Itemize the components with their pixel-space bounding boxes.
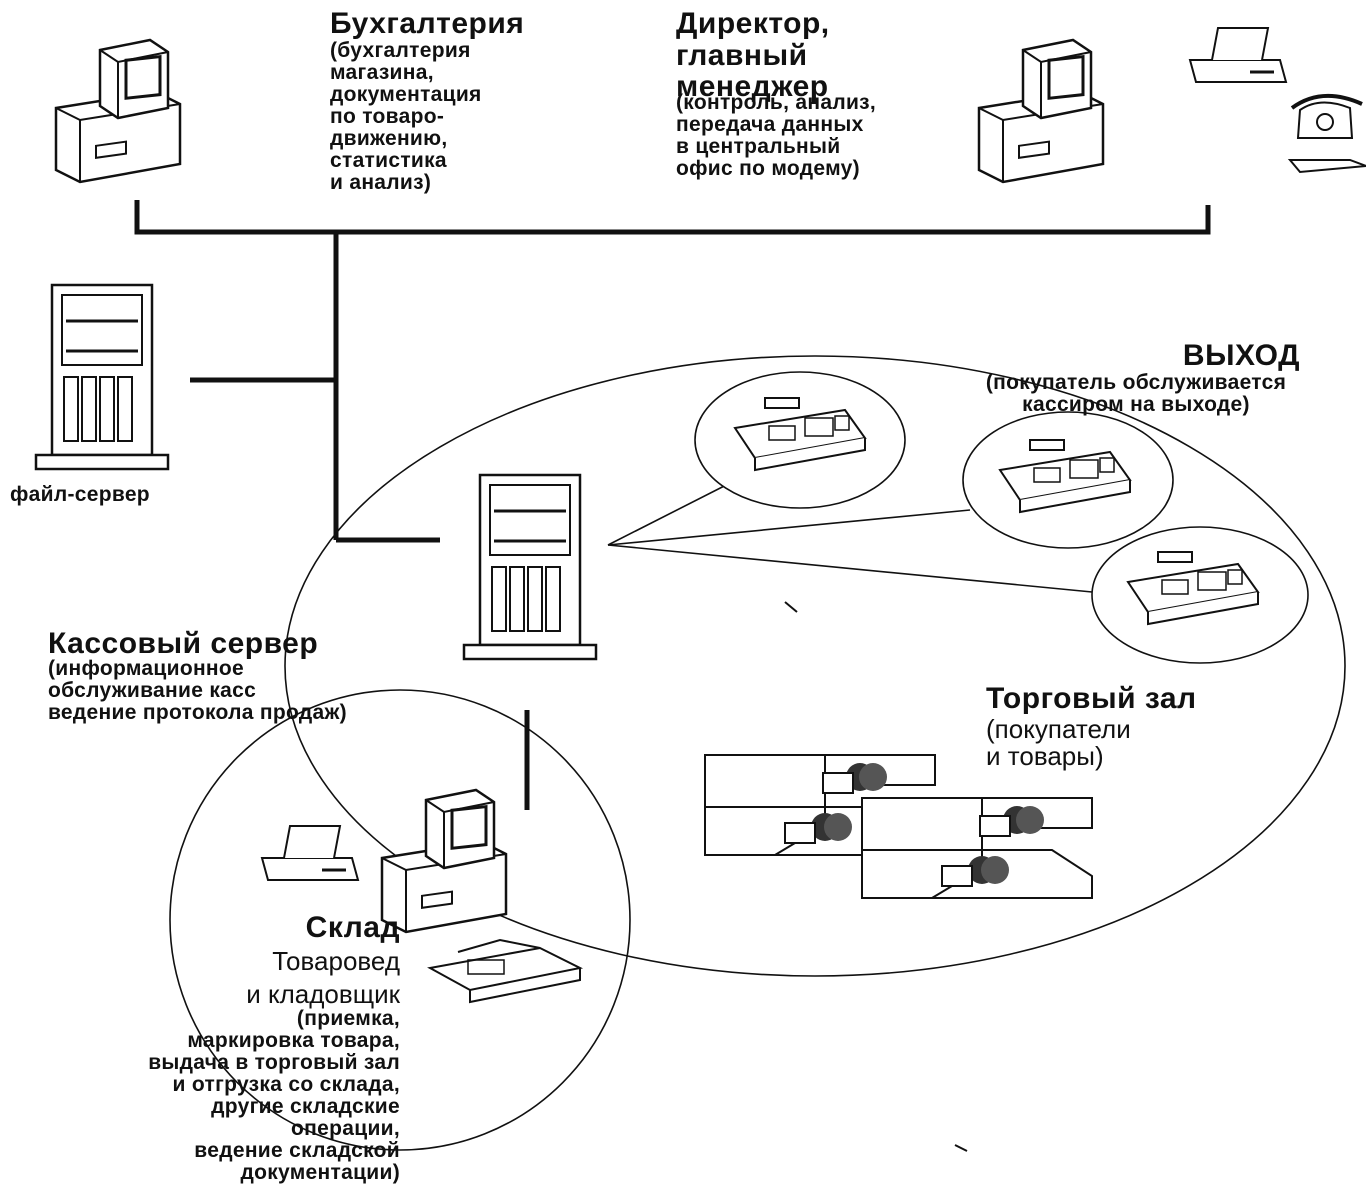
sales-floor-title: Торговый зал [986,682,1197,715]
warehouse-printer-icon [260,824,360,882]
exit-title: ВЫХОД [1182,339,1300,372]
file-server-icon [34,283,170,471]
accounting-computer-icon [54,38,182,184]
cash-register-2 [962,411,1174,549]
printer-icon [1188,26,1288,84]
file-server-label: файл-сервер [10,483,150,506]
accounting-description: (бухгалтерия магазина, документация по т… [330,39,482,195]
shelf-icon [861,797,1093,899]
exit-description: (покупатель обслуживается кассиром на вы… [985,371,1287,417]
warehouse-title: Склад [305,911,400,944]
warehouse-boundary [169,689,631,1151]
scales-icon [427,938,584,1004]
warehouse-staff: Товаровед и кладовщик [246,946,400,1009]
store-boundary [284,355,1346,977]
register-links [607,477,1093,593]
accounting-title: Бухгалтерия [330,7,525,40]
network-lines [134,200,1211,810]
cash-server-description: (информационное обслуживание касс ведени… [48,657,347,725]
sales-floor-description: (покупатели и товары) [986,714,1131,772]
modem-icon [1287,159,1366,174]
director-description: (контроль, анализ, передача данных в цен… [676,91,877,181]
director-computer-icon [977,38,1105,184]
director-title: Директор, главный менеджер [676,7,830,103]
cash-register-1 [694,371,906,509]
cash-register-3 [1091,526,1309,664]
telephone-icon [1290,93,1363,139]
warehouse-description: (приемка, маркировка товара, выдача в то… [148,1007,400,1184]
warehouse-computer-icon [380,788,508,934]
cash-server-icon [462,473,598,661]
cash-server-title: Кассовый сервер [48,627,319,660]
